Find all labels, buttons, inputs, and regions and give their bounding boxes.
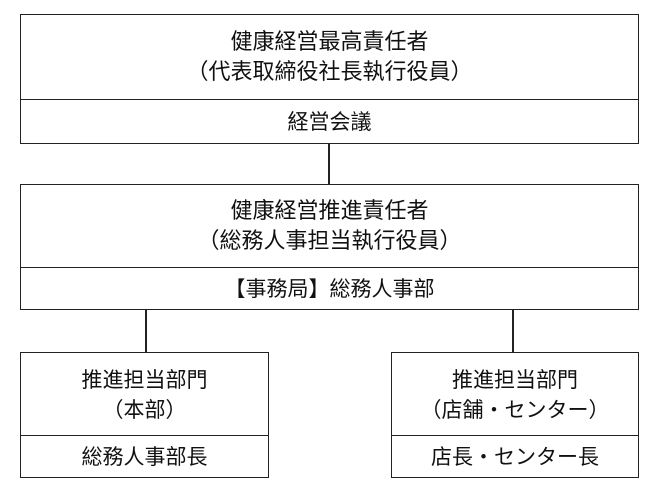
hq-scope: （本部） bbox=[102, 398, 187, 422]
ceo-title: 健康経営最高責任者 bbox=[230, 30, 429, 55]
store-lead-label: 店長・センター長 bbox=[431, 444, 599, 469]
store-header: 推進担当部門 （店舗・センター） bbox=[392, 353, 638, 437]
connector-promotion-to-store bbox=[512, 310, 514, 352]
hq-lead: 総務人事部長 bbox=[21, 435, 268, 477]
connector-promotion-to-hq bbox=[145, 310, 147, 352]
ceo-role: （代表取締役社長執行役員） bbox=[186, 60, 473, 85]
ceo-header: 健康経営最高責任者 （代表取締役社長執行役員） bbox=[21, 15, 638, 101]
connector-ceo-to-promotion bbox=[328, 144, 330, 184]
ceo-box: 健康経営最高責任者 （代表取締役社長執行役員） 経営会議 bbox=[20, 14, 639, 144]
store-department-box: 推進担当部門 （店舗・センター） 店長・センター長 bbox=[391, 352, 639, 478]
secretariat-label: 【事務局】総務人事部 bbox=[224, 276, 435, 301]
hq-department-box: 推進担当部門 （本部） 総務人事部長 bbox=[20, 352, 269, 478]
hq-title: 推進担当部門 bbox=[81, 368, 208, 392]
promotion-header: 健康経営推進責任者 （総務人事担当執行役員） bbox=[21, 185, 638, 269]
promotion-title: 健康経営推進責任者 bbox=[230, 199, 429, 224]
hq-lead-label: 総務人事部長 bbox=[81, 444, 208, 469]
hq-header: 推進担当部門 （本部） bbox=[21, 353, 268, 437]
store-title: 推進担当部門 bbox=[452, 368, 578, 392]
promotion-role: （総務人事担当執行役員） bbox=[197, 229, 462, 254]
store-lead: 店長・センター長 bbox=[392, 435, 638, 477]
management-meeting: 経営会議 bbox=[21, 99, 638, 143]
management-meeting-label: 経営会議 bbox=[287, 109, 372, 134]
store-scope: （店舗・センター） bbox=[420, 398, 610, 422]
secretariat: 【事務局】総務人事部 bbox=[21, 267, 638, 309]
promotion-box: 健康経営推進責任者 （総務人事担当執行役員） 【事務局】総務人事部 bbox=[20, 184, 639, 310]
